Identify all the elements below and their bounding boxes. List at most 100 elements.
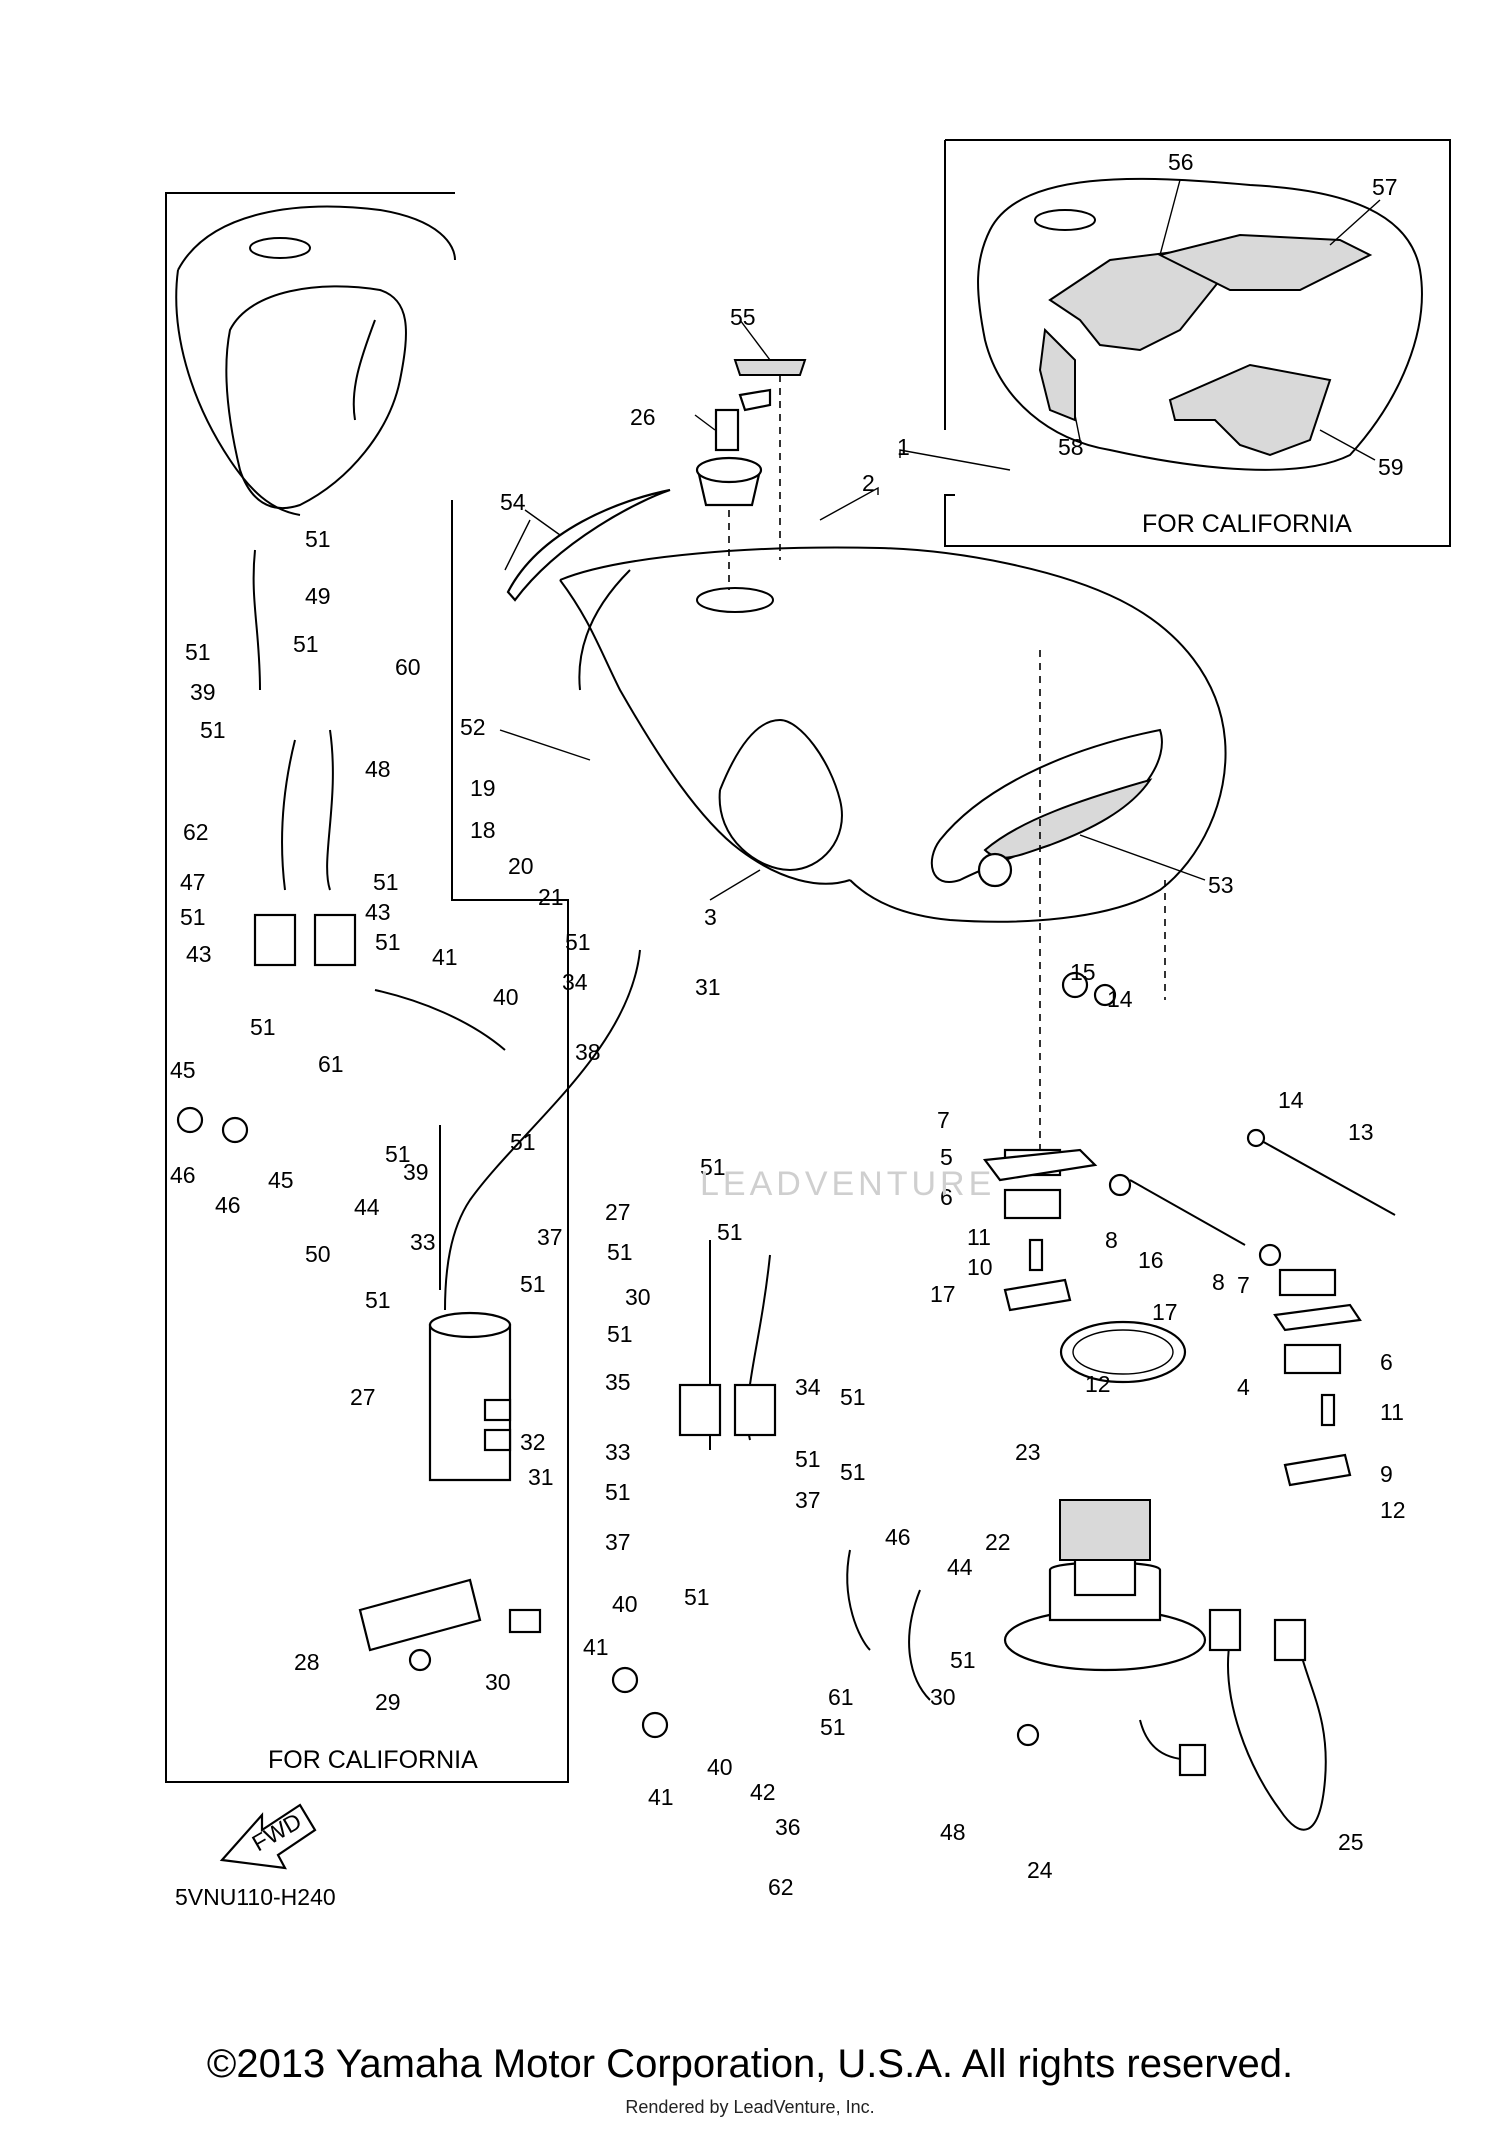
callout-51e: 51: [180, 904, 206, 930]
callout-51p: 51: [717, 1219, 743, 1245]
callout-44b: 44: [947, 1554, 973, 1580]
callout-23: 23: [1015, 1439, 1041, 1465]
california-label-top: FOR CALIFORNIA: [1142, 510, 1352, 538]
tank-side-emblem-54: [506, 488, 671, 602]
callout-21: 21: [538, 884, 564, 910]
callout-34b: 34: [795, 1374, 821, 1400]
callout-51s: 51: [605, 1479, 631, 1505]
callout-46a: 46: [170, 1162, 196, 1188]
callout-7a: 7: [937, 1107, 950, 1133]
callout-49: 49: [305, 583, 331, 609]
callout-51g: 51: [375, 929, 401, 955]
callout-31a: 31: [695, 974, 721, 1000]
callout-40a: 40: [493, 984, 519, 1010]
callout-39a: 39: [190, 679, 216, 705]
california-inset-top: FOR CALIFORNIA: [944, 139, 1451, 547]
callout-51r: 51: [795, 1446, 821, 1472]
callout-13: 13: [1348, 1119, 1374, 1145]
callout-47: 47: [180, 869, 206, 895]
callout-34a: 34: [562, 969, 588, 995]
callout-51q: 51: [607, 1321, 633, 1347]
callout-4: 4: [1237, 1374, 1250, 1400]
callout-44a: 44: [354, 1194, 380, 1220]
fwd-arrow: FWD: [219, 1803, 317, 1870]
callout-9: 9: [1380, 1461, 1393, 1487]
callout-43a: 43: [186, 941, 212, 967]
diagram-code: 5VNU110-H240: [175, 1884, 336, 1910]
callout-15: 15: [1070, 959, 1096, 985]
callout-38: 38: [575, 1039, 601, 1065]
callout-labels: 1 2 3 4 5 6 6 7 7 8 8 9 10 11 11 12 12 1…: [170, 149, 1406, 1900]
callout-12a: 12: [1085, 1371, 1111, 1397]
callout-37a: 37: [537, 1224, 563, 1250]
heat-shield-59: [1168, 363, 1332, 457]
callout-52: 52: [460, 714, 486, 740]
callout-11a: 11: [967, 1224, 991, 1250]
callout-2: 2: [862, 470, 875, 496]
hose-group: [252, 549, 931, 1701]
callout-51o: 51: [607, 1239, 633, 1265]
callout-42: 42: [750, 1779, 776, 1805]
california-label-left: FOR CALIFORNIA: [268, 1746, 478, 1774]
callout-8b: 8: [1212, 1269, 1225, 1295]
callout-3: 3: [704, 904, 717, 930]
callout-1: 1: [897, 434, 910, 460]
callout-7b: 7: [1237, 1272, 1250, 1298]
callout-62a: 62: [183, 819, 209, 845]
callout-48a: 48: [365, 756, 391, 782]
callout-51c: 51: [293, 631, 319, 657]
california-inset-left: FOR CALIFORNIA: [165, 192, 569, 1783]
callout-51m: 51: [520, 1271, 546, 1297]
callout-40b: 40: [612, 1591, 638, 1617]
callout-56: 56: [1168, 149, 1194, 175]
callout-54: 54: [500, 489, 526, 515]
callout-37c: 37: [795, 1487, 821, 1513]
callout-27a: 27: [350, 1384, 376, 1410]
callout-51a: 51: [305, 526, 331, 552]
callout-57: 57: [1372, 174, 1398, 200]
callout-27b: 27: [605, 1199, 631, 1225]
canister-group: [176, 913, 777, 1739]
callout-43b: 43: [365, 899, 391, 925]
callout-6a: 6: [940, 1184, 953, 1210]
callout-41c: 41: [648, 1784, 674, 1810]
callout-37b: 37: [605, 1529, 631, 1555]
callout-45a: 45: [170, 1057, 196, 1083]
callout-59: 59: [1378, 454, 1404, 480]
callout-40c: 40: [707, 1754, 733, 1780]
callout-14b: 14: [1278, 1087, 1304, 1113]
callout-39b: 39: [403, 1159, 429, 1185]
fuel-tank-group: [504, 488, 1227, 923]
callout-41b: 41: [583, 1634, 609, 1660]
callout-51l: 51: [365, 1287, 391, 1313]
callout-51t: 51: [840, 1384, 866, 1410]
callout-61a: 61: [318, 1051, 344, 1077]
callout-33a: 33: [410, 1229, 436, 1255]
callout-17a: 17: [930, 1281, 956, 1307]
callout-46b: 46: [215, 1192, 241, 1218]
callout-51u: 51: [840, 1459, 866, 1485]
callout-53: 53: [1208, 872, 1234, 898]
callout-24: 24: [1027, 1857, 1053, 1883]
callout-51n: 51: [700, 1154, 726, 1180]
callout-10: 10: [967, 1254, 993, 1280]
callout-46c: 46: [885, 1524, 911, 1550]
callout-51x: 51: [820, 1714, 846, 1740]
callout-30c: 30: [930, 1684, 956, 1710]
callout-51b: 51: [185, 639, 211, 665]
callout-51d: 51: [200, 717, 226, 743]
callout-32: 32: [520, 1429, 546, 1455]
callout-62b: 62: [768, 1874, 794, 1900]
callout-26: 26: [630, 404, 656, 430]
callout-16: 16: [1138, 1247, 1164, 1273]
callout-14a: 14: [1107, 986, 1133, 1012]
callout-33b: 33: [605, 1439, 631, 1465]
watermark: LEADVENTURE: [700, 1165, 995, 1203]
fuel-cap-group: [695, 359, 807, 590]
rendered-by-text: Rendered by LeadVenture, Inc.: [625, 2097, 875, 2117]
callout-30a: 30: [485, 1669, 511, 1695]
callout-51i: 51: [565, 929, 591, 955]
callout-22: 22: [985, 1529, 1011, 1555]
callout-48b: 48: [940, 1819, 966, 1845]
callout-20: 20: [508, 853, 534, 879]
